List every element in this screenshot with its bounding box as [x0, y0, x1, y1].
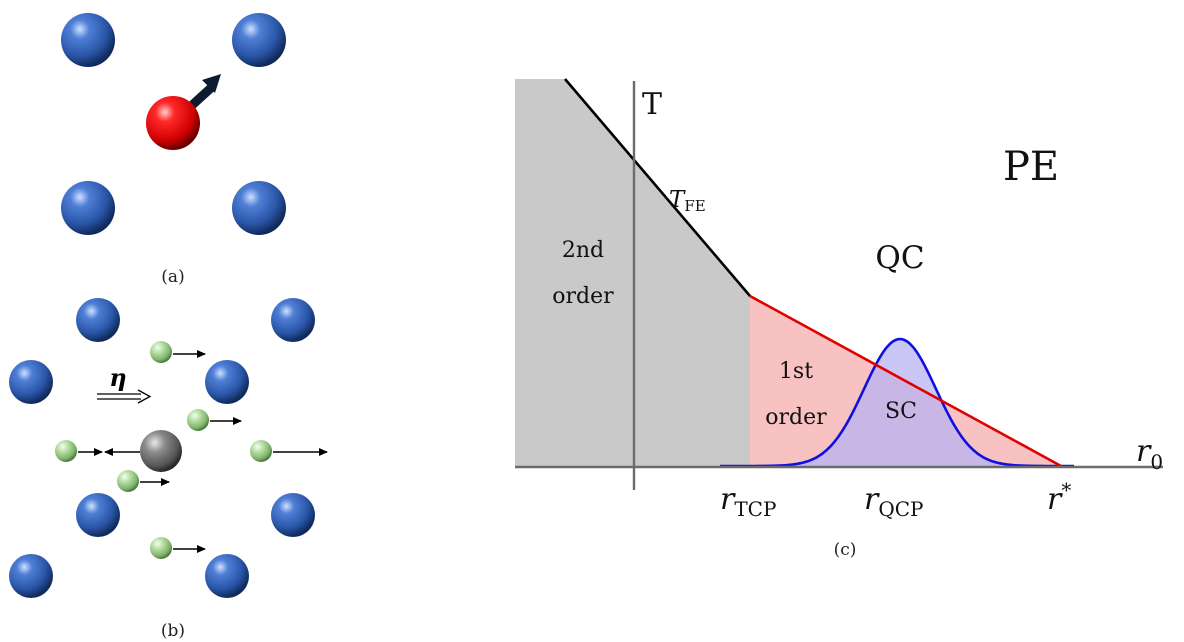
blue-atom — [9, 554, 53, 598]
curve-label-tfe: TFE — [669, 187, 706, 215]
blue-atom — [76, 298, 120, 342]
green-atom — [150, 341, 172, 363]
blue-atom — [232, 181, 286, 235]
first-order-line — [749, 294, 1062, 468]
green-atom — [150, 537, 172, 559]
region-label-first-order-2: order — [765, 405, 827, 430]
green-atom — [187, 409, 209, 431]
blue-atom — [205, 554, 249, 598]
region-label-qc: QC — [875, 240, 924, 276]
region-label-pe: PE — [1003, 144, 1059, 190]
displacement-arrowhead — [202, 74, 221, 93]
region-label-second-order-2: order — [552, 284, 614, 309]
tick-label-qcp: rQCP — [864, 482, 924, 521]
green-atom — [250, 440, 272, 462]
panel-b: η (b) — [9, 298, 328, 641]
region-label-sc: SC — [885, 399, 917, 424]
caption-a: (a) — [161, 267, 184, 287]
eta-symbol: η — [109, 363, 126, 392]
blue-atom — [205, 360, 249, 404]
panel-c: T r0 PE QC SC 2nd order 1st order TFE rT… — [515, 78, 1163, 560]
green-atom — [55, 440, 77, 462]
blue-atom — [61, 13, 115, 67]
blue-atom — [76, 493, 120, 537]
sc-dome-curve — [720, 337, 1074, 468]
caption-c: (c) — [834, 540, 857, 560]
green-atom — [117, 470, 139, 492]
red-atom — [146, 96, 200, 150]
blue-atom — [232, 13, 286, 67]
second-order-region — [515, 79, 750, 466]
tfe-line — [564, 78, 751, 297]
tick-label-rstar: r* — [1047, 478, 1071, 517]
blue-atom — [61, 181, 115, 235]
double-arrow-icon — [97, 389, 152, 404]
tick-label-tcp: rTCP — [720, 482, 776, 521]
region-label-second-order-1: 2nd — [562, 238, 604, 263]
axis-y-label: T — [642, 87, 662, 122]
sc-dome-region — [720, 339, 1075, 466]
panel-a: (a) — [61, 13, 286, 287]
blue-atom — [271, 298, 315, 342]
region-label-first-order-1: 1st — [779, 359, 813, 384]
gray-atom — [140, 430, 182, 472]
blue-atom — [9, 360, 53, 404]
axis-x-label: r0 — [1136, 434, 1163, 474]
caption-b: (b) — [161, 621, 185, 641]
blue-atom — [271, 493, 315, 537]
